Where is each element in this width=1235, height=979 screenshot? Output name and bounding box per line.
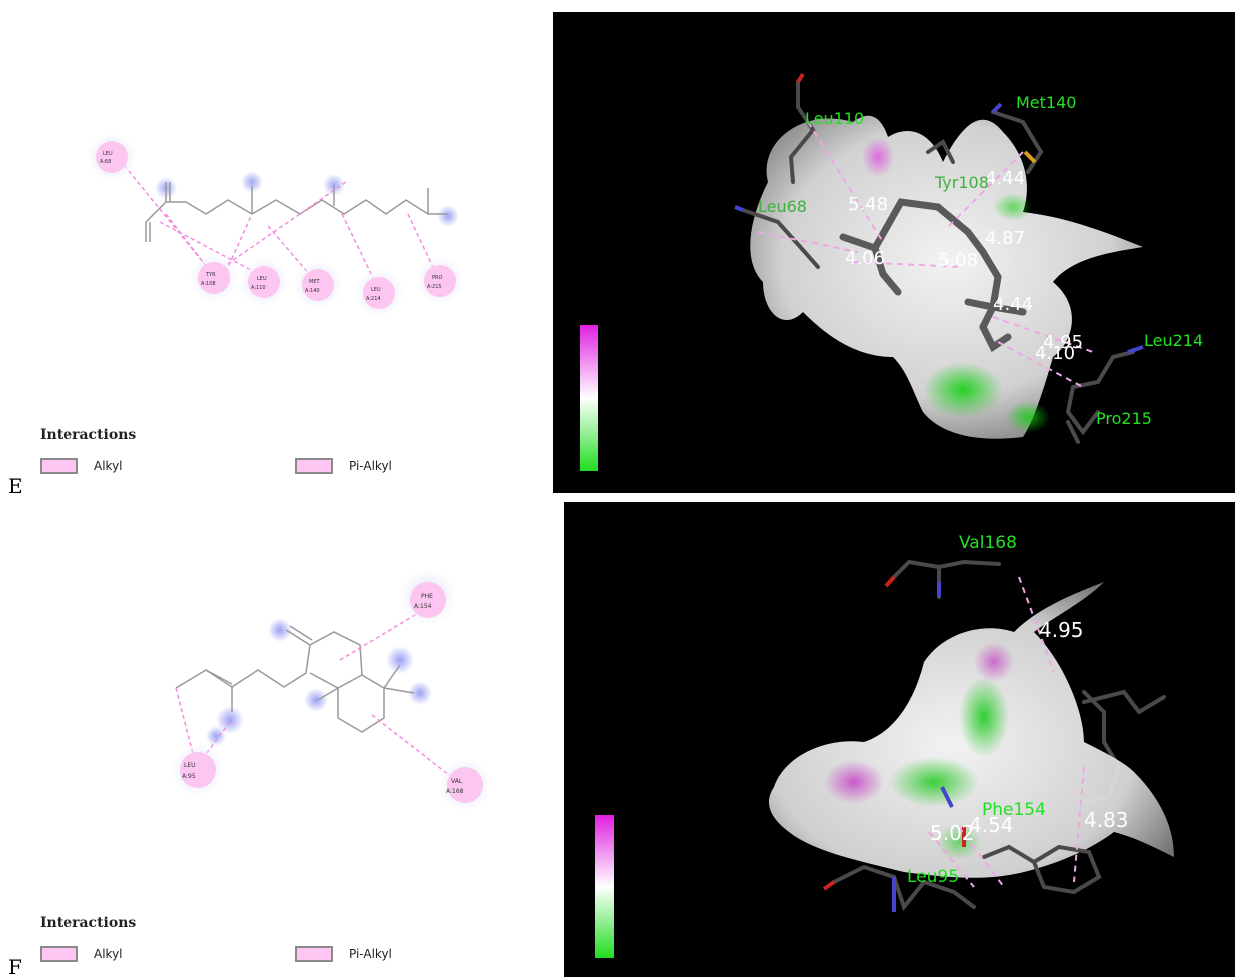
ligand-skeleton <box>145 199 448 242</box>
residue-label: Leu95 <box>907 867 959 887</box>
residue-name: VAL <box>451 778 463 785</box>
residue-id: A:68 <box>100 159 111 165</box>
residue-label: Phe154 <box>982 800 1046 820</box>
legend-swatch <box>295 946 333 962</box>
legend-item-pi-alkyl: Pi-Alkyl <box>295 946 392 962</box>
distance-label: 4.87 <box>985 228 1025 249</box>
residue-id: A:214 <box>366 296 381 302</box>
residue-name: TYR <box>205 272 216 278</box>
color-scale-bar <box>595 815 614 958</box>
residue-id: A:215 <box>427 284 442 290</box>
residue-label: Leu110 <box>805 109 864 128</box>
residue-bubble: PHE A:154 <box>400 569 456 625</box>
docking-view-3d-e: 5.48 4.44 4.06 5.08 4.87 4.44 4.95 4.10 … <box>553 12 1235 493</box>
residue-label: Val168 <box>959 533 1017 553</box>
residue-id: A:140 <box>305 288 320 294</box>
residue-name: LEU <box>257 276 267 282</box>
distance-label: 4.44 <box>985 168 1025 189</box>
residue-bubble: TYR A:108 <box>190 254 238 302</box>
protein-surface <box>750 115 1143 439</box>
legend-label: Alkyl <box>94 947 123 961</box>
residue-id: A:110 <box>251 285 266 291</box>
residue-name: LEU <box>103 151 113 157</box>
residue-label: Leu68 <box>758 197 807 216</box>
residue-label: Leu214 <box>1144 331 1203 350</box>
residue-bubble: LEU A:214 <box>355 269 403 317</box>
residue-id: A:108 <box>201 281 216 287</box>
residue-id: A:154 <box>414 603 432 610</box>
distance-label: 4.54 <box>969 813 1014 837</box>
distance-labels: 5.48 4.44 4.06 5.08 4.87 4.44 4.95 4.10 <box>845 168 1083 364</box>
residue-name: MET <box>309 279 320 285</box>
residue-name: PRO <box>432 275 442 281</box>
atom-glow <box>216 706 244 734</box>
residue-name: LEU <box>184 762 196 769</box>
atom-glow <box>437 205 459 227</box>
atom-glow <box>386 646 414 674</box>
interaction-diagram-2d-f: PHE A:154 LEU A:95 VAL A:168 <box>172 569 491 811</box>
legend-title: Interactions <box>40 427 137 443</box>
interactions-legend-f: Interactions Alkyl Pi-Alkyl <box>0 908 540 968</box>
legend-label: Pi-Alkyl <box>349 947 392 961</box>
legend-swatch <box>40 458 78 474</box>
legend-swatch <box>295 458 333 474</box>
distance-label: 4.95 <box>1043 332 1083 353</box>
residue-label: Tyr108 <box>934 173 989 192</box>
ligand-skeleton <box>175 625 415 733</box>
interaction-lines-3d <box>757 121 1094 388</box>
residue-name: PHE <box>421 593 433 600</box>
residue-name: LEU <box>371 287 381 293</box>
residue-bubble: LEU A:68 <box>88 133 136 181</box>
residue-bubble: MET A:140 <box>294 261 342 309</box>
legend-label: Alkyl <box>94 459 123 473</box>
atom-glow <box>241 171 263 193</box>
distance-label: 4.83 <box>1084 808 1129 832</box>
panel-label-f: F <box>8 955 22 979</box>
legend-title: Interactions <box>40 915 137 931</box>
distance-label: 4.44 <box>993 294 1033 315</box>
legend-item-pi-alkyl: Pi-Alkyl <box>295 458 392 474</box>
residue-bubble: LEU A:110 <box>240 258 288 306</box>
legend-label: Pi-Alkyl <box>349 459 392 473</box>
distance-label: 4.06 <box>845 248 885 269</box>
interaction-diagram-2d-e: LEU A:68 TYR A:108 LEU A:110 MET A:140 L… <box>88 133 464 317</box>
distance-label: 5.48 <box>848 194 888 215</box>
residue-bubble: VAL A:168 <box>439 759 491 811</box>
panel-label-e: E <box>8 474 23 498</box>
docking-render-e: 5.48 4.44 4.06 5.08 4.87 4.44 4.95 4.10 … <box>580 72 1203 471</box>
docking-view-3d-f: 4.95 5.02 4.54 4.83 Val168 Phe154 Leu95 <box>564 502 1235 977</box>
atom-glow <box>206 726 226 746</box>
residue-labels-3d: Leu110 Met140 Tyr108 Leu68 Leu214 Pro215 <box>758 93 1203 428</box>
residue-id: A:95 <box>182 773 196 780</box>
residue-label: Met140 <box>1016 93 1076 112</box>
legend-swatch <box>40 946 78 962</box>
color-scale-bar <box>580 325 598 471</box>
atom-glow <box>304 688 328 712</box>
atom-glow <box>408 681 432 705</box>
distance-label: 4.10 <box>1035 343 1075 364</box>
residue-bubble: PRO A:215 <box>416 257 464 305</box>
residue-labels-3d: Val168 Phe154 Leu95 <box>907 533 1046 887</box>
residue-id: A:168 <box>446 788 464 795</box>
docking-render-f: 4.95 5.02 4.54 4.83 Val168 Phe154 Leu95 <box>595 533 1174 958</box>
interaction-lines-3d <box>928 576 1085 888</box>
distance-labels: 4.95 5.02 4.54 4.83 <box>930 618 1129 845</box>
legend-item-alkyl: Alkyl <box>40 458 123 474</box>
distance-label: 4.95 <box>1039 618 1084 642</box>
ligand-sticks <box>839 198 1027 353</box>
atom-glow <box>323 174 345 196</box>
atom-glow <box>268 618 292 642</box>
residue-sticks-front <box>832 690 1106 912</box>
distance-label: 5.02 <box>930 821 975 845</box>
residue-label: Pro215 <box>1096 409 1152 428</box>
interactions-legend-e: Interactions Alkyl Pi-Alkyl <box>0 420 540 480</box>
residue-bubble: LEU A:95 <box>172 744 224 796</box>
legend-item-alkyl: Alkyl <box>40 946 123 962</box>
distance-label: 5.08 <box>938 250 978 271</box>
